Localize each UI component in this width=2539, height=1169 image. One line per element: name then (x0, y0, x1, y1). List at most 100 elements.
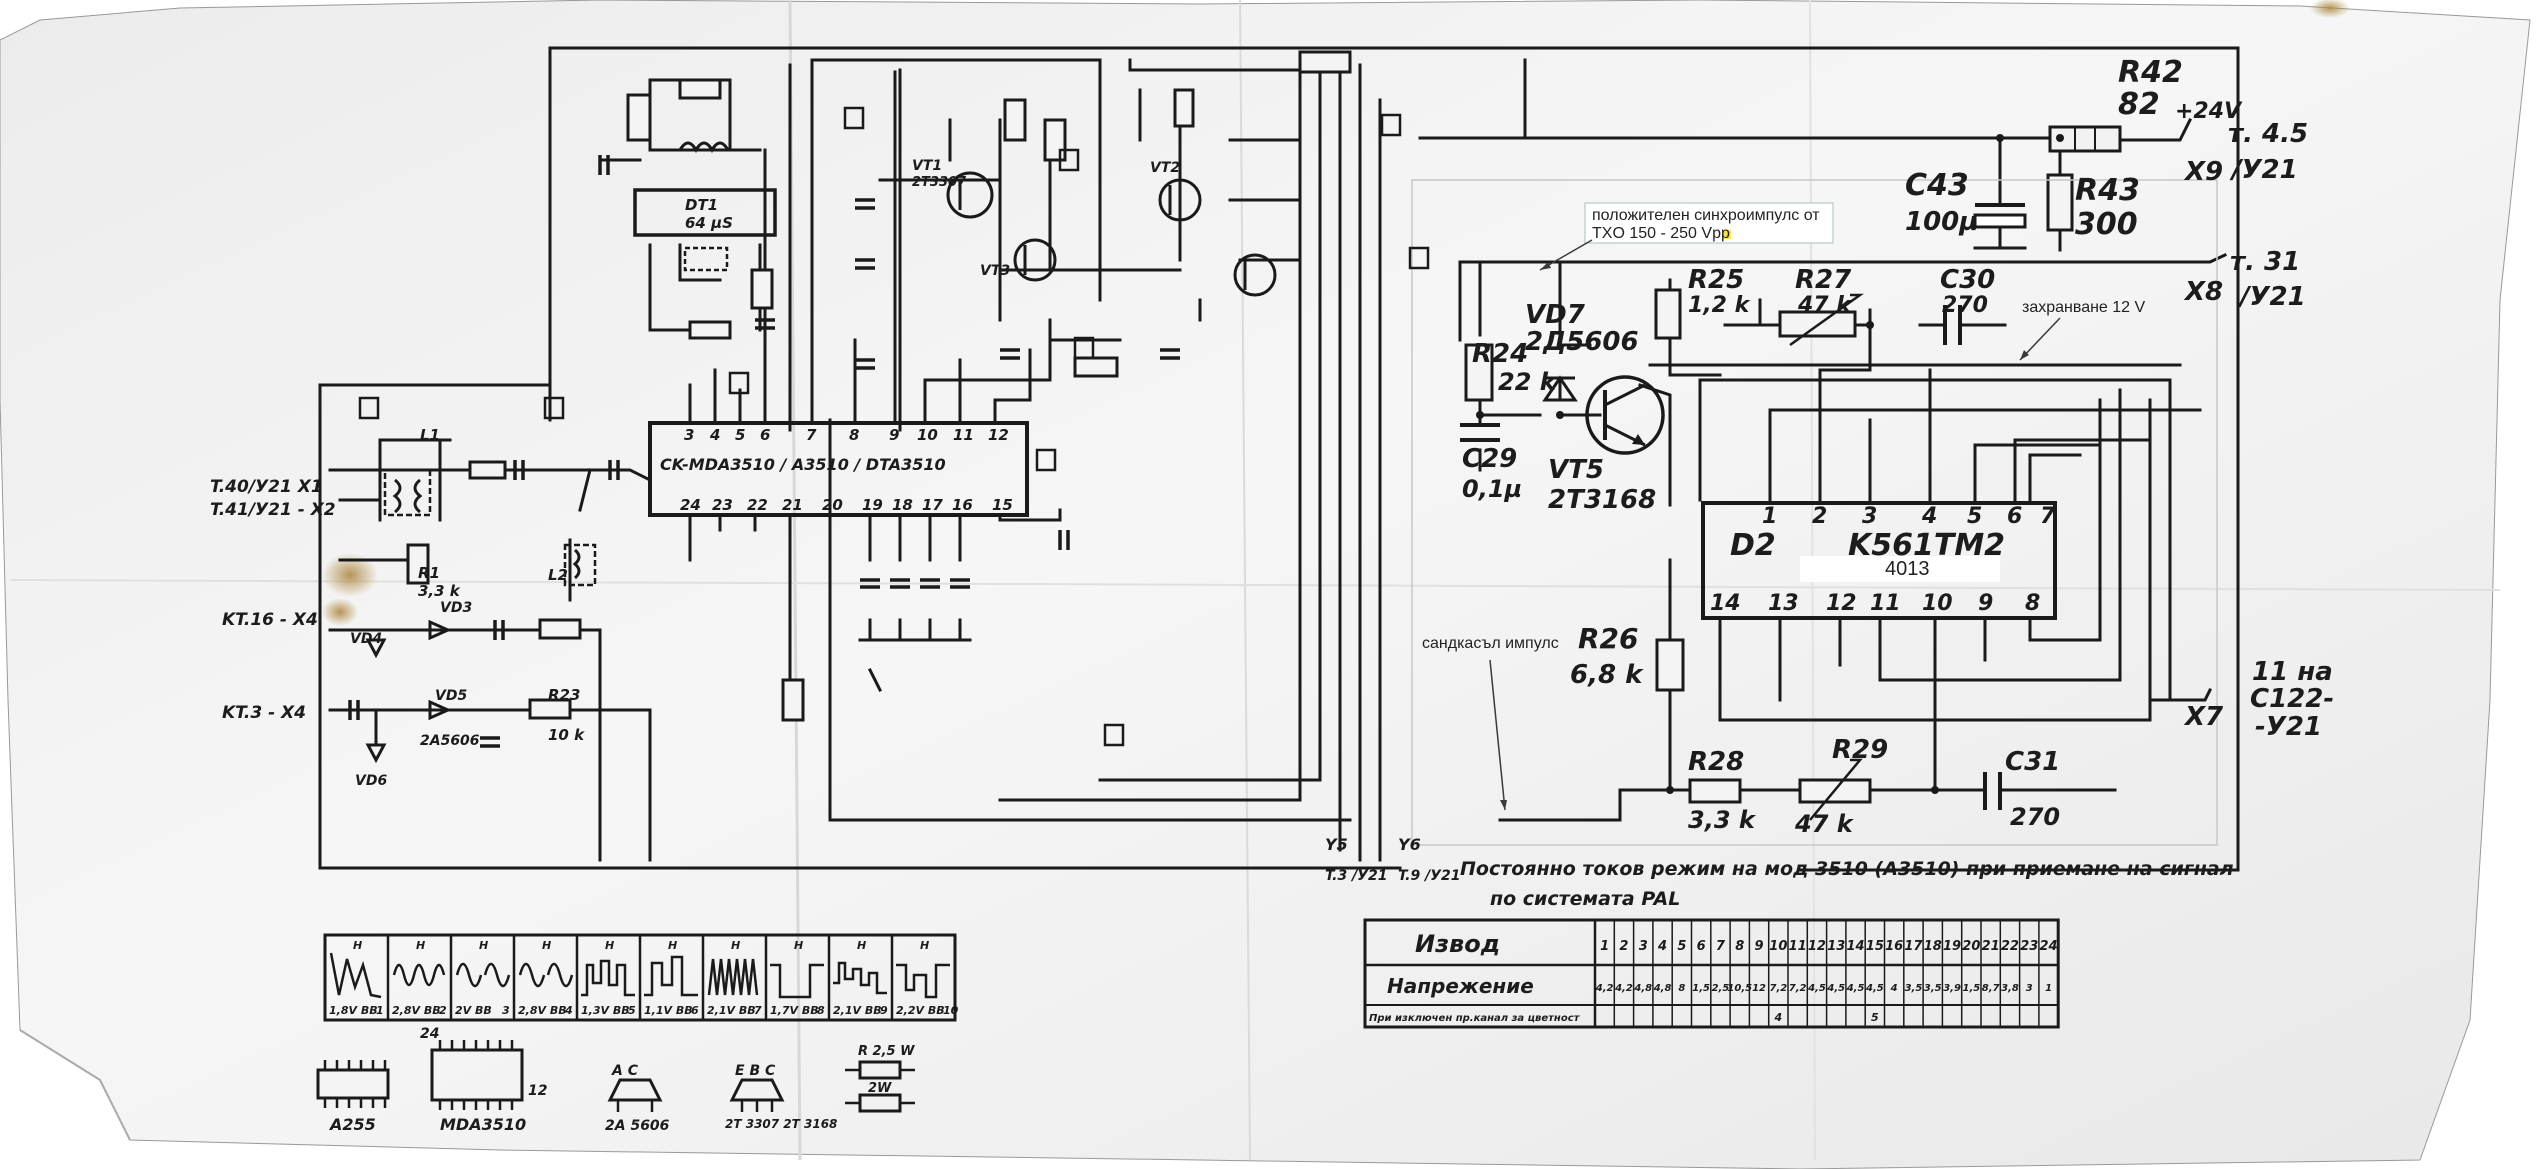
t31-label: т. 31 (2230, 247, 2300, 277)
table-voltage-value: 8 (1678, 983, 1685, 994)
r25-label: R25 (1688, 265, 1744, 295)
c43-capacitor (1973, 203, 2027, 248)
vt3-transistor (1013, 238, 1057, 282)
r28-label: R28 (1688, 747, 1744, 777)
table-pin-number: 10 (1769, 939, 1787, 954)
r6-resistor (688, 320, 732, 340)
table-voltage-value: 10,5 (1727, 983, 1752, 994)
waveform-label: 2,8V BB (392, 1004, 441, 1017)
waveform-unit: H (794, 939, 803, 952)
sync-pulse-note-1: положителен синхроимпулс от (1592, 207, 1820, 224)
table-pin-number: 13 (1827, 939, 1845, 954)
x7-note-2: C122- (2250, 684, 2334, 714)
y21-b-label: /У21 (2237, 282, 2306, 312)
pkg-mda-pin-b: 12 (528, 1083, 547, 1099)
r1-resistor (406, 543, 430, 585)
waveform-unit: H (353, 939, 362, 952)
vt2-transistor (1158, 178, 1202, 222)
fold-line (788, 0, 802, 1161)
c29-value: 0,1µ (1462, 475, 1522, 503)
t45-label: т. 4.5 (2228, 119, 2308, 149)
svg-text:1: 1 (1762, 504, 1777, 529)
r25-value: 1,2 k (1688, 293, 1751, 318)
waveform-pin: 4 (564, 1004, 573, 1017)
waveform-pin: 5 (628, 1004, 636, 1017)
waveform-cell: H1,7V BB8 (770, 939, 825, 1017)
sandcastle-note: сандкасъл импулс (1422, 635, 1559, 652)
r43-resistor (2046, 173, 2074, 232)
r5-resistor (750, 268, 774, 310)
waveform-pin: 3 (502, 1004, 510, 1017)
stain (322, 553, 378, 597)
table-pin-number: 8 (1735, 939, 1744, 954)
d2-type: K561TM2 (1848, 528, 2005, 563)
pkg-resistor-top: R 2,5 W (858, 1044, 915, 1059)
d2-top-pins: 1 2 3 4 5 6 7 (1762, 504, 2056, 529)
fold-line (1239, 0, 1251, 1161)
vt5-transistor (1585, 375, 1665, 455)
table-pin-number: 21 (1982, 939, 2000, 954)
package-resistor: R 2,5 W 2W (845, 1044, 915, 1113)
r29-value: 47 k (1794, 810, 1855, 838)
waveform-label: 1,8V BB (329, 1004, 378, 1017)
svg-text:6: 6 (2007, 504, 2022, 529)
table-pin-number: 19 (1943, 939, 1961, 954)
table-voltage-value: 4,5 (1846, 983, 1865, 994)
vt5-label: VT5 (1548, 455, 1604, 485)
svg-text:8: 8 (2025, 591, 2040, 616)
waveform-cell: H2,8V BB4 (518, 939, 574, 1017)
frame-wires (318, 46, 2240, 872)
vt4-transistor (1233, 253, 1277, 297)
diode-type-label: 2A5606 (420, 733, 480, 749)
vt1-transistor (946, 171, 994, 219)
dt1-block (633, 188, 777, 237)
table-voltage-value: 1,5 (1962, 983, 1980, 994)
pkg-mda-label: MDA3510 (440, 1115, 526, 1134)
pkg-transistor-label: 2T 3307 2T 3168 (725, 1117, 837, 1131)
pkg-a255-label: A255 (328, 1115, 376, 1134)
r43-label: R43 (2075, 173, 2140, 208)
waveform-unit: H (920, 939, 929, 952)
caps-left (348, 155, 1180, 748)
waveform-unit: H (731, 939, 740, 952)
r23-label: R23 (548, 686, 580, 704)
waveform-trace (581, 959, 635, 997)
table-voltage-value: 7,2 (1789, 983, 1807, 994)
c43-label: C43 (1905, 168, 1969, 203)
table-pin-number: 11 (1789, 939, 1807, 954)
main-ic-top-pins: 3 4 5 6 7 8 9 10 11 12 (684, 426, 1009, 444)
flipflop-section-wires (1478, 260, 2213, 822)
r4-resistor (626, 93, 652, 142)
vd3-diode (428, 619, 452, 641)
table-pin-number: 9 (1755, 939, 1764, 954)
kt3-label: KT.3 - X4 (222, 703, 306, 723)
r1-value: 3,3 k (418, 582, 461, 600)
svg-text:7: 7 (806, 426, 817, 444)
x8-label: X8 (2183, 277, 2223, 307)
r42-resistor (2048, 125, 2122, 153)
l2-label: L2 (548, 566, 568, 584)
t41-label: T.41/У21 - X2 (210, 500, 336, 520)
pkg-resistor-bottom: 2W (868, 1081, 892, 1096)
waveform-pin: 6 (691, 1004, 699, 1017)
bottom-note-1: Постоянно токов режим на мод 3510 (A3510… (1460, 858, 2234, 880)
r9-resistor (1073, 356, 1119, 378)
table-row3-value: 4 (1774, 1011, 1783, 1024)
y6-label: Y6 (1398, 835, 1421, 854)
r25-resistor (1654, 288, 1682, 340)
annotation-frame (1411, 179, 2218, 846)
waveform-unit: H (668, 939, 677, 952)
table-voltage-value: 4 (1890, 983, 1898, 994)
table-voltage-value: 4,2 (1595, 983, 1614, 994)
svg-text:10: 10 (917, 426, 938, 444)
vd7-label: VD7 (1525, 300, 1586, 330)
waveform-pin: 10 (943, 1004, 959, 1017)
r29-pot-arrow (1809, 758, 1863, 821)
r10-resistor (1173, 88, 1195, 128)
r43-value: 300 (2075, 207, 2138, 242)
r27-label: R27 (1795, 265, 1852, 295)
c31-label: C31 (2005, 747, 2060, 777)
vt1-label: VT1 (912, 158, 942, 174)
svg-text:15: 15 (992, 496, 1013, 514)
r23-value: 10 k (548, 726, 585, 744)
